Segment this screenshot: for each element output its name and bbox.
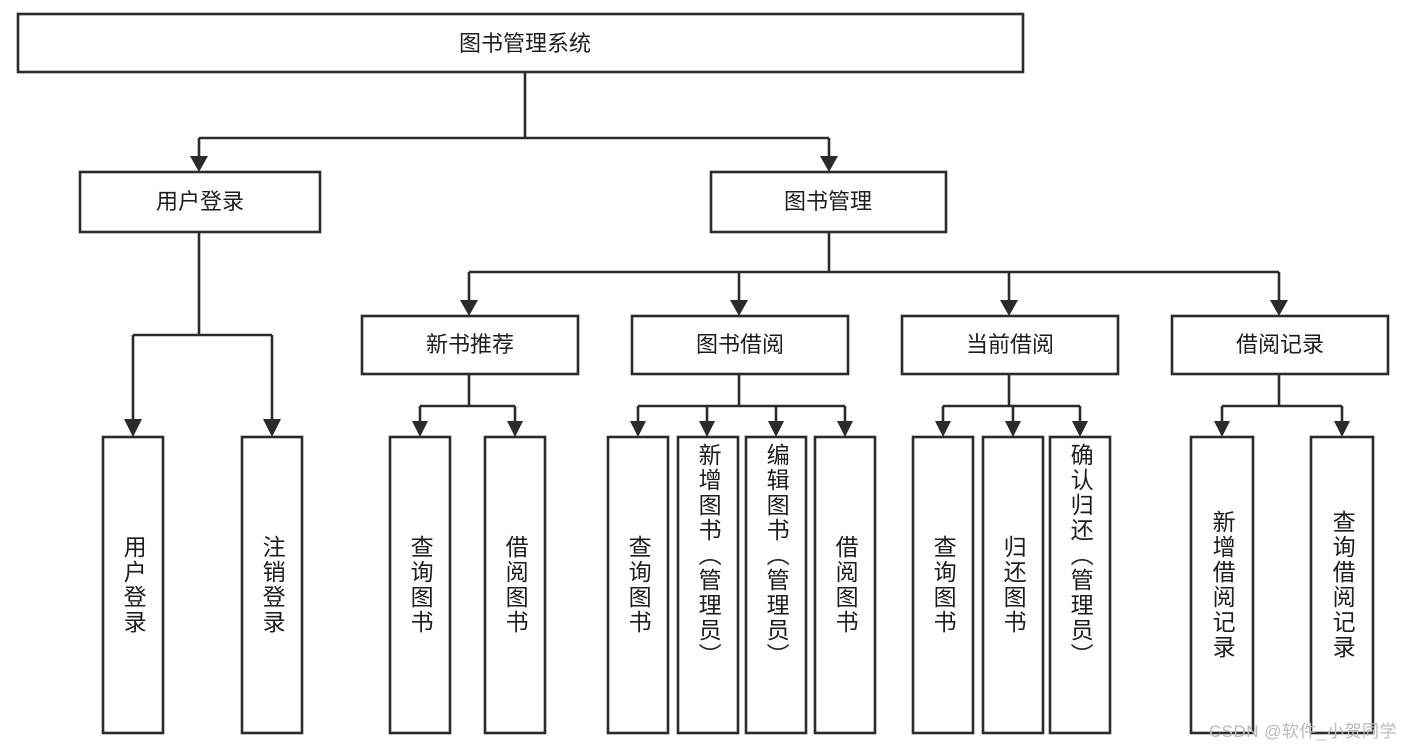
connector-group-user-login bbox=[124, 232, 281, 437]
connector-group-current-borrow bbox=[935, 374, 1088, 437]
leaf-node-query-book-recommend[interactable] bbox=[388, 435, 452, 735]
leaf-node-confirm-return-admin[interactable] bbox=[1048, 435, 1112, 735]
node-current-borrow[interactable]: 当前借阅 bbox=[900, 314, 1120, 376]
node-new-book-recommend[interactable]: 新书推荐 bbox=[360, 314, 580, 376]
connector-group-book-manage bbox=[460, 232, 1288, 316]
connector-group-root bbox=[190, 72, 838, 172]
csdn-watermark: CSDN @软件_小贺同学 bbox=[1208, 722, 1397, 741]
leaf-node-logout-login[interactable] bbox=[240, 435, 304, 735]
connector-group-book-borrow bbox=[630, 374, 853, 437]
node-user-login-label: 用户登录 bbox=[156, 189, 244, 214]
leaf-node-user-login[interactable] bbox=[101, 435, 165, 735]
node-root-label: 图书管理系统 bbox=[459, 31, 591, 56]
leaf-node-query-borrow-record[interactable] bbox=[1309, 435, 1375, 735]
node-new-book-recommend-label: 新书推荐 bbox=[426, 332, 514, 357]
node-borrow-record[interactable]: 借阅记录 bbox=[1170, 314, 1390, 376]
node-book-management-label: 图书管理 bbox=[784, 189, 872, 214]
leaf-node-borrow-book-recommend[interactable] bbox=[483, 435, 547, 735]
node-book-management[interactable]: 图书管理 bbox=[709, 170, 948, 234]
node-user-login[interactable]: 用户登录 bbox=[78, 170, 322, 234]
leaf-node-add-borrow-record[interactable] bbox=[1189, 435, 1255, 735]
leaf-node-borrow-book[interactable] bbox=[813, 435, 877, 735]
leaf-node-return-book[interactable] bbox=[981, 435, 1045, 735]
connector-group-borrow-record bbox=[1214, 374, 1350, 437]
node-root-system[interactable]: 图书管理系统 bbox=[16, 12, 1025, 74]
node-current-borrow-label: 当前借阅 bbox=[966, 332, 1054, 357]
node-book-borrow[interactable]: 图书借阅 bbox=[630, 314, 850, 376]
connector-group-new-book bbox=[412, 374, 523, 437]
leaf-node-edit-book-admin[interactable] bbox=[744, 435, 808, 735]
leaf-node-query-book-borrow[interactable] bbox=[606, 435, 670, 735]
node-book-borrow-label: 图书借阅 bbox=[696, 332, 784, 357]
leaf-node-query-book-current[interactable] bbox=[911, 435, 975, 735]
node-borrow-record-label: 借阅记录 bbox=[1236, 332, 1324, 357]
leaf-node-add-book-admin[interactable] bbox=[676, 435, 740, 735]
